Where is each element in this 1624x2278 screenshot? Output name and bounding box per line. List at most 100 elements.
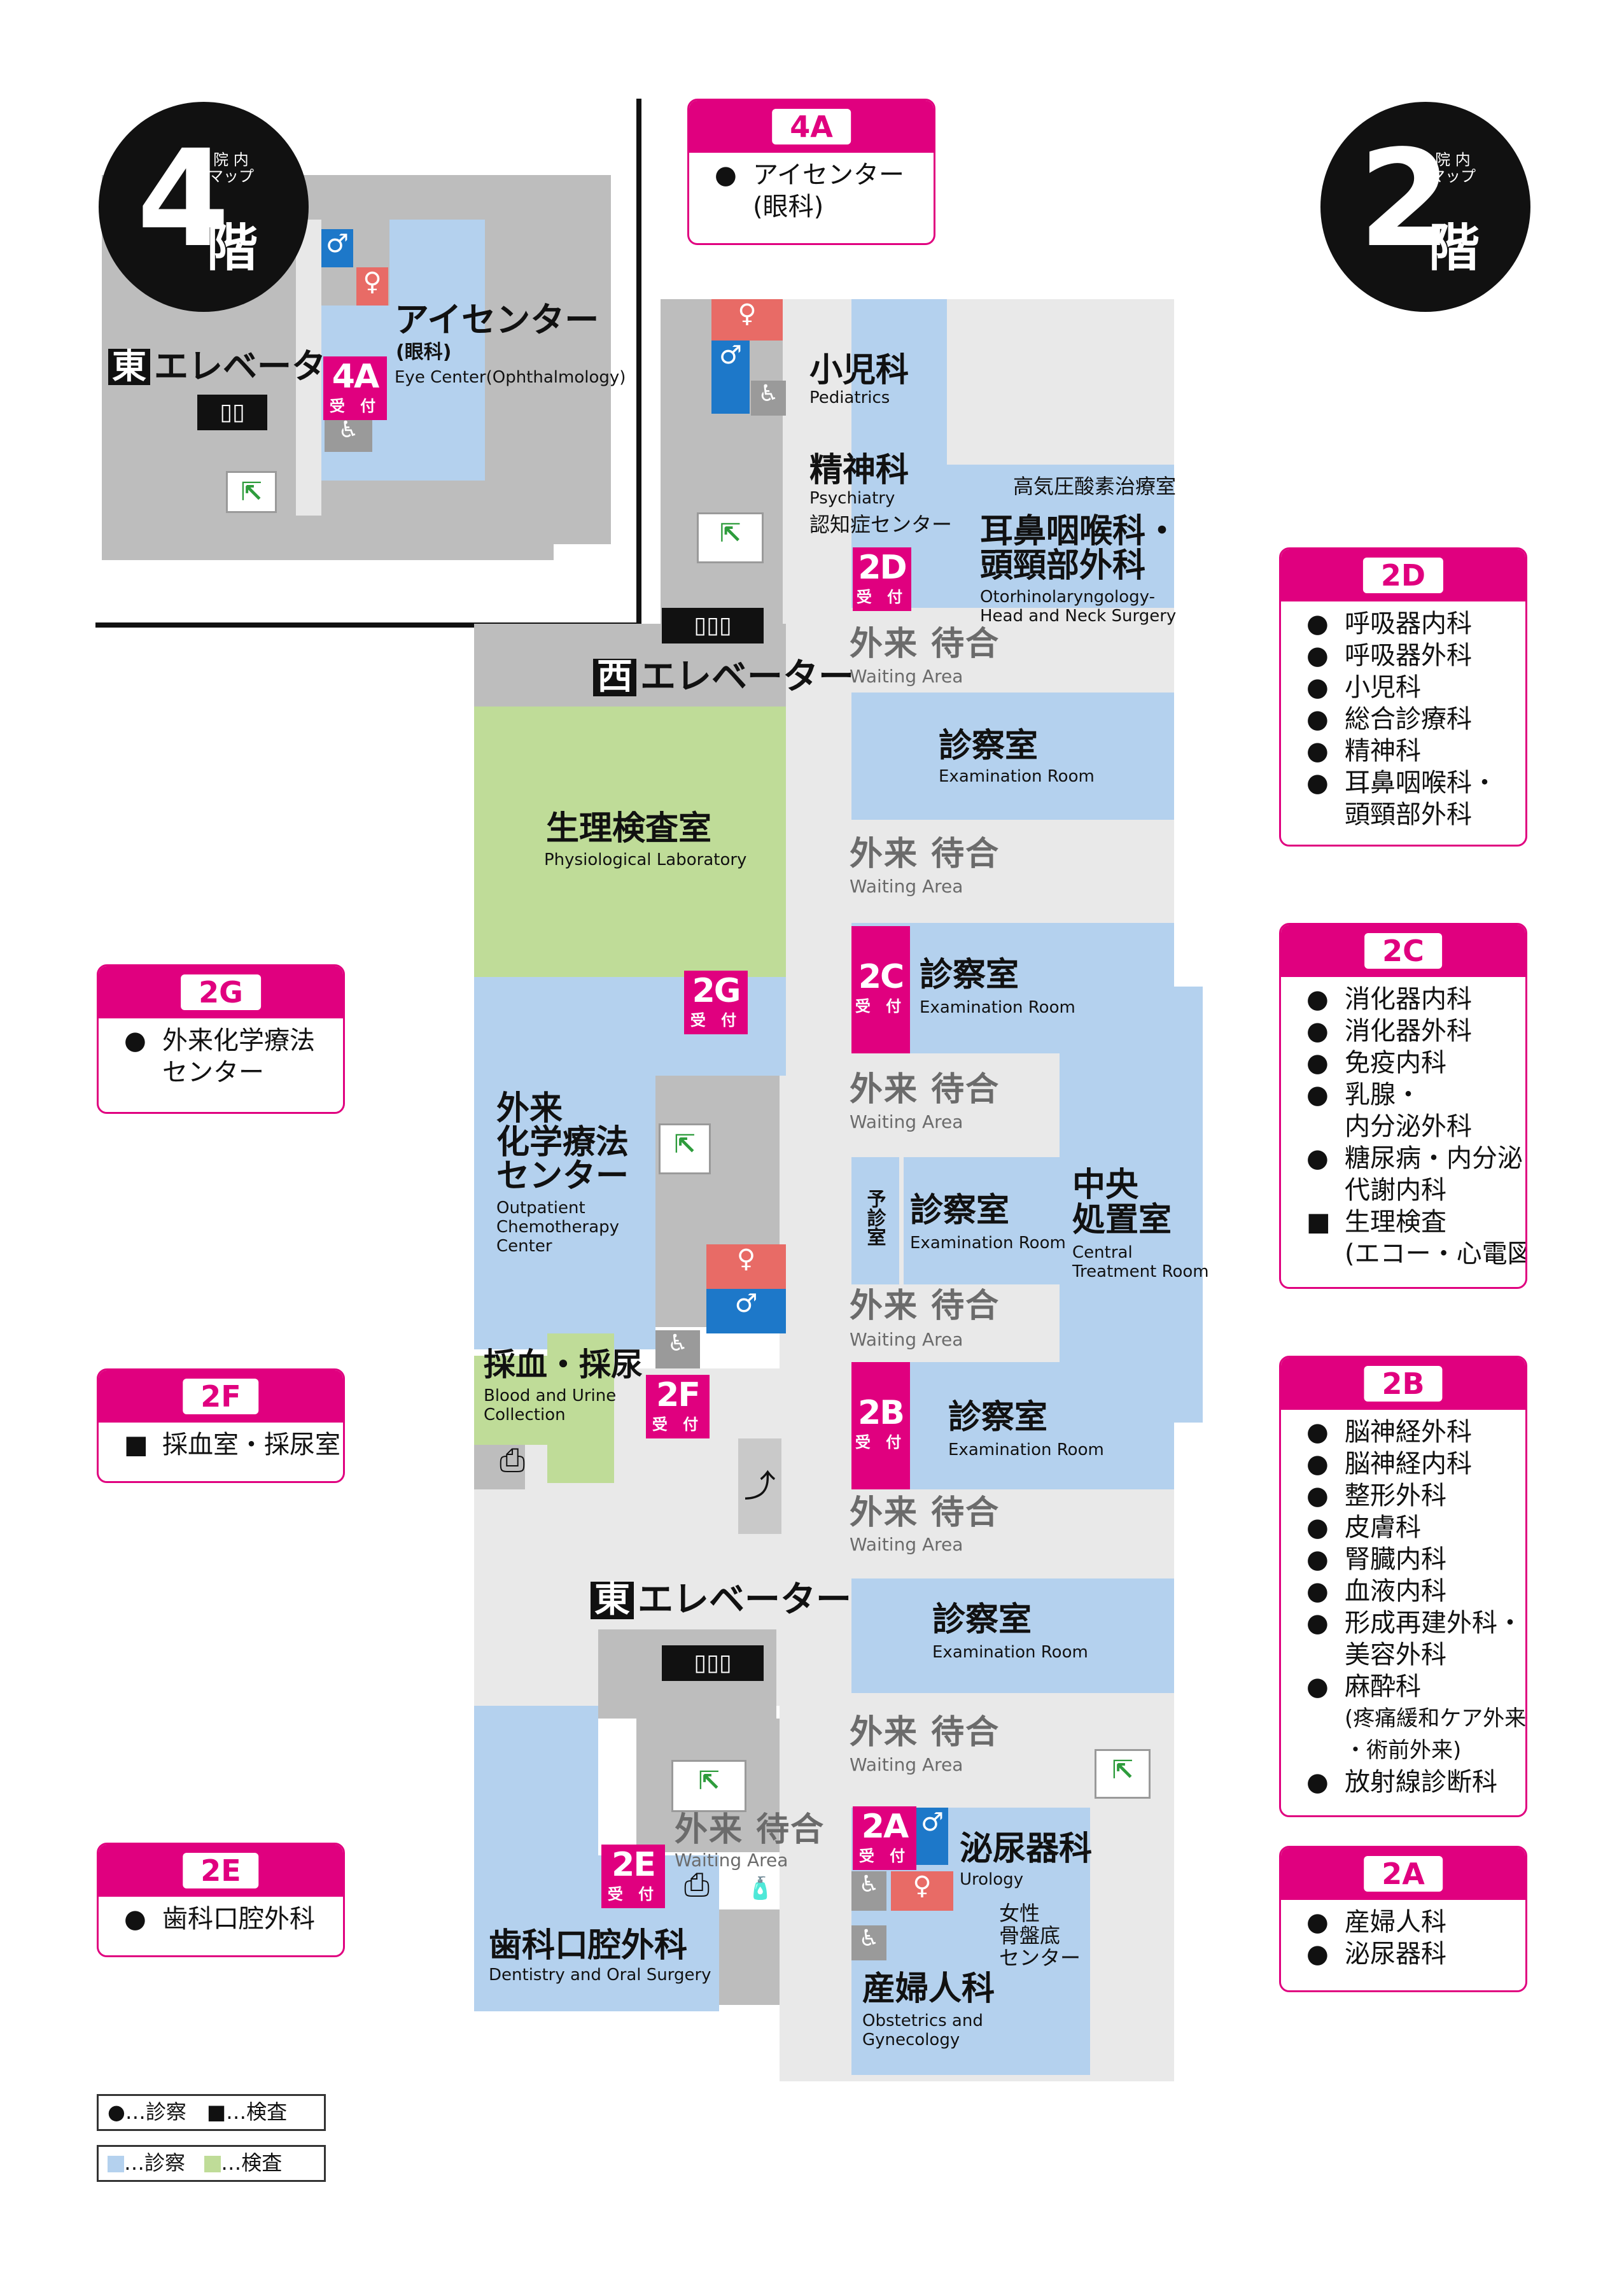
ticket-machine-icon: ⎙	[500, 1442, 525, 1479]
central-label-2: 処置室	[1072, 1201, 1172, 1239]
card-2e: 2E ●歯科口腔外科	[97, 1843, 345, 1957]
elevator-icon: ▯▯	[197, 395, 267, 430]
exam-label-2b: 診察室	[948, 1398, 1048, 1437]
waiting-area-2: 外来 待合	[850, 835, 1000, 873]
emergency-exit-icon: ⇱	[671, 1760, 746, 1812]
central-en-1: Central	[1072, 1243, 1133, 1262]
east-elevator-icon: ▯▯▯	[662, 1645, 764, 1681]
exam-room-2b-2	[851, 1578, 1174, 1693]
waiting-en-5: Waiting Area	[850, 1534, 963, 1555]
exam-label-2b-2: 診察室	[932, 1601, 1032, 1639]
waiting-en-6: Waiting Area	[850, 1754, 963, 1775]
chemo-center-room-2	[474, 1076, 655, 1349]
chemo-en-2: Chemotherapy	[496, 1218, 620, 1237]
dental-label: 歯科口腔外科	[489, 1927, 688, 1965]
male-restroom-icon: ♂	[711, 341, 750, 414]
obgyn-en-2: Gynecology	[862, 2030, 960, 2049]
exam-label-2c-2: 診察室	[910, 1192, 1010, 1230]
legend-colors: …診察 …検査	[97, 2145, 326, 2182]
urology-en: Urology	[960, 1870, 1024, 1889]
sanitizer-icon: 🧴	[745, 1871, 776, 1906]
pelvic-label-2: 骨盤底	[999, 1923, 1061, 1948]
dementia-label: 認知症センター	[809, 512, 953, 537]
emergency-exit-icon: ⇱	[697, 512, 764, 563]
pelvic-label-1: 女性	[999, 1901, 1040, 1925]
waiting-en-4: Waiting Area	[850, 1329, 963, 1350]
ent-label-1: 耳鼻咽喉科・	[980, 512, 1179, 551]
male-restroom-icon: ♂	[916, 1808, 948, 1865]
waiting-en-2e: Waiting Area	[675, 1850, 788, 1871]
ent-en-2: Head and Neck Surgery	[980, 607, 1177, 626]
psychiatry-label: 精神科	[809, 451, 909, 489]
physiological-lab	[474, 707, 786, 977]
female-restroom-icon: ♀	[891, 1871, 953, 1911]
blood-en-1: Blood and Urine	[484, 1386, 617, 1405]
accessible-restroom-icon: ♿	[751, 381, 786, 416]
emergency-exit-icon: ⇱	[659, 1123, 711, 1174]
exam-room-2d	[851, 693, 1174, 820]
waiting-en-3: Waiting Area	[850, 1111, 963, 1132]
card-2a: 2A ●産婦人科 ●泌尿器科	[1279, 1846, 1527, 1992]
west-elevator-icon: ▯▯▯	[662, 608, 764, 643]
pediatrics-label: 小児科	[809, 351, 909, 390]
hyperbaric-label: 高気圧酸素治療室	[1013, 474, 1177, 498]
exam-label-2d: 診察室	[939, 727, 1039, 765]
card-2g: 2G ●外来化学療法 センター	[97, 964, 345, 1114]
waiting-area-3: 外来 待合	[850, 1071, 1000, 1109]
waiting-area-2e: 外来 待合	[675, 1811, 825, 1849]
urology-label: 泌尿器科	[960, 1830, 1093, 1868]
exam-room-2c-2	[904, 1157, 1060, 1284]
accessible-restroom-icon: ♿	[655, 1330, 700, 1368]
ent-label-2: 頭頸部外科	[980, 547, 1146, 585]
west-elevator-label: 西エレベーター	[593, 658, 854, 696]
chemo-label-3: センター	[496, 1157, 629, 1195]
inset-4f: ♂ ♀ ♿ ⇱ ▯▯ 東エレベーター アイセンター (眼科) Eye Cente…	[0, 0, 643, 630]
chemo-label-2: 化学療法	[496, 1123, 629, 1162]
female-restroom-icon: ♀	[356, 267, 388, 306]
accessible-restroom-icon: ♿	[325, 417, 372, 452]
blood-en-2: Collection	[484, 1405, 566, 1424]
waiting-area-4: 外来 待合	[850, 1287, 1000, 1325]
chemo-label-1: 外来	[496, 1090, 563, 1128]
eye-center-name: アイセンター	[395, 300, 599, 340]
card-4a: 4A ●アイセンター (眼科)	[687, 99, 935, 245]
psychiatry-en: Psychiatry	[809, 489, 895, 508]
blood-label: 採血・採尿	[484, 1346, 643, 1383]
east-elevator-label: 東エレベーター	[591, 1581, 851, 1619]
waiting-area-6: 外来 待合	[850, 1713, 1000, 1752]
eye-center-sub: (眼科)	[396, 341, 452, 363]
waiting-area-2d: 外来 待合	[850, 625, 1000, 663]
card-2f: 2F ■採血室・採尿室	[97, 1368, 345, 1483]
waiting-area-5: 外来 待合	[850, 1494, 1000, 1532]
legend-marks: ●…診察 ■…検査	[97, 2094, 326, 2131]
ticket-machine-icon: ⎙	[684, 1866, 710, 1903]
male-restroom-icon: ♂	[706, 1289, 786, 1333]
emergency-exit-icon: ⇱	[1095, 1749, 1151, 1799]
card-2d: 2D ●呼吸器内科 ●呼吸器外科 ●小児科 ●総合診療科 ●精神科 ●耳鼻咽喉科…	[1279, 547, 1527, 847]
physio-label: 生理検査室	[546, 810, 712, 848]
emergency-exit-icon: ⇱	[226, 471, 277, 513]
central-en-2: Treatment Room	[1072, 1262, 1209, 1281]
accessible-restroom-icon: ♿	[851, 1871, 886, 1911]
female-restroom-icon: ♀	[706, 1244, 786, 1289]
exam-en-2c-2: Examination Room	[910, 1234, 1066, 1253]
floor-4-badge: 4 院 内マップ 階	[99, 102, 309, 312]
waiting-en-2: Waiting Area	[850, 876, 963, 897]
female-restroom-icon: ♀	[711, 299, 783, 341]
accessible-restroom-icon: ♿	[851, 1925, 886, 1960]
male-restroom-icon: ♂	[321, 229, 353, 267]
pre-exam-label: 予診室	[863, 1189, 886, 1246]
pre-exam-room	[851, 1157, 899, 1284]
exam-label-2c: 診察室	[920, 956, 1019, 994]
exam-en-2b-2: Examination Room	[932, 1643, 1088, 1662]
central-treatment-room	[1060, 987, 1203, 1423]
